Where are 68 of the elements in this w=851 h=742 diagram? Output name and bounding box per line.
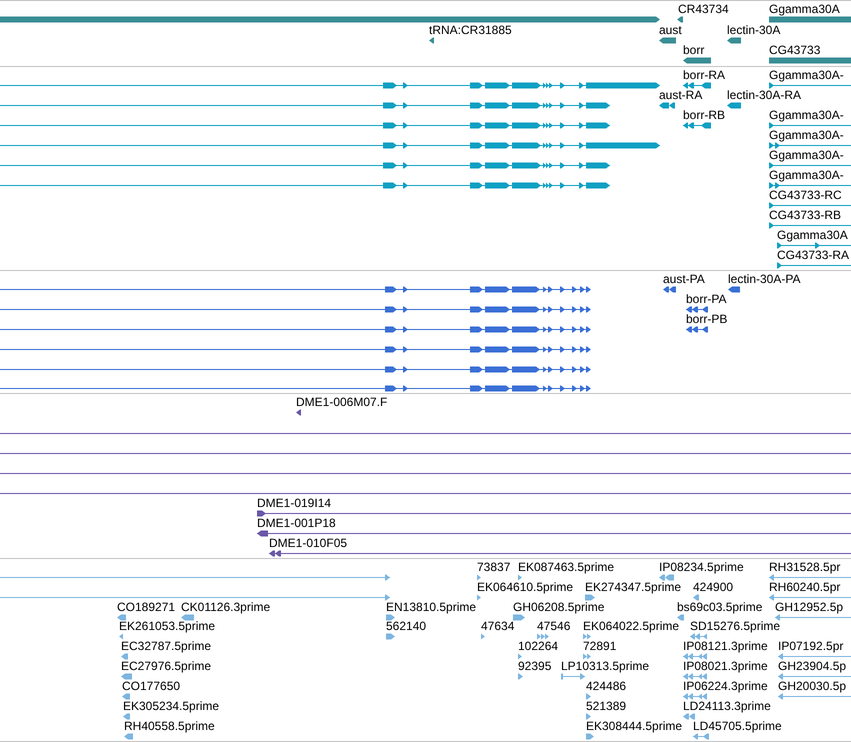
feature-label: 47546 [537,620,570,632]
feature-label: Ggamma30A [777,229,848,241]
feature-label: 424900 [693,581,734,593]
feature-label: borr-PB [686,313,728,325]
feature-label: borr-RA [683,69,726,81]
feature-label: 424486 [586,680,626,692]
feature-label: DME1-006M07.F [296,396,388,408]
feature-label: EK308444.5prime [586,720,682,732]
feature-label: aust [659,24,682,36]
feature-label: IP07192.5pr [778,640,844,652]
feature-label: EK064610.5prime [477,581,574,593]
feature-label: LD45705.5prime [693,720,782,732]
feature-label: GH20030.5p [778,680,846,692]
feature-label: lectin-30A [727,24,780,36]
feature-label: RH60240.5pr [769,581,840,593]
feature-label: EC32787.5prime [121,640,212,652]
feature-label: CG43733-RC [769,189,842,201]
feature-label: 73837 [477,561,510,573]
feature-label: DME1-001P18 [257,517,336,529]
feature-label: LD24113.3prime [683,700,771,712]
feature-label: EC27976.5prime [121,660,212,672]
feature-label: EK305234.5prime [123,700,220,712]
feature-label: GH06208.5prime [513,601,604,613]
feature-label: Ggamma30A- [769,169,844,181]
feature-label: CG43733-RA [777,249,850,261]
feature-label: borr [683,44,704,56]
feature-label: 72891 [583,640,616,652]
feature-label: borr-PA [686,293,726,305]
feature-label: IP06224.3prime [683,680,768,692]
feature-label: IP08021.3prime [683,660,768,672]
feature-label: Ggamma30A- [769,129,844,141]
feature-label: aust-RA [659,89,702,101]
feature-label: aust-PA [663,273,705,285]
feature-label: borr-RB [683,109,726,121]
feature-label: Ggamma30A- [769,109,844,121]
feature-label: EK261053.5prime [119,620,216,632]
feature-label: IP08234.5prime [659,561,744,573]
feature-label: 92395 [518,660,552,672]
feature-label: Ggamma30A- [769,69,844,81]
feature-label: DME1-019I14 [257,497,332,509]
feature-label: GH23904.5p [778,660,846,672]
feature-label: bs69c03.5prime [677,601,762,613]
feature-label: SD15276.5prime [690,620,780,632]
feature-label: CK01126.3prime [181,601,270,613]
feature-label: CR43734 [678,3,729,15]
feature-label: EK064022.5prime [583,620,680,632]
feature-label: tRNA:CR31885 [429,24,512,36]
feature-label: RH40558.5prime [124,720,215,732]
feature-label: 562140 [386,620,426,632]
feature-label: CG43733 [769,44,820,56]
feature-label: LP10313.5prime [561,660,650,672]
feature-label: CO177650 [122,680,180,692]
feature-label: EN13810.5prime [386,601,476,613]
feature-label: lectin-30A-PA [728,273,800,285]
feature-label: lectin-30A-RA [727,89,802,101]
feature-label: Ggamma30A [769,3,840,15]
feature-label: GH12952.5p [775,601,844,613]
feature-label: 47634 [481,620,514,632]
feature-label: 521389 [586,700,626,712]
feature-label: CO189271 [117,601,176,613]
feature-label: RH31528.5pr [769,561,840,573]
feature-label: EK087463.5prime [518,561,614,573]
feature-label: Ggamma30A- [769,149,844,161]
feature-label: 102264 [518,640,558,652]
feature-label: EK274347.5prime [585,581,682,593]
feature-label: DME1-010F05 [269,537,348,549]
feature-label: CG43733-RB [769,209,842,221]
feature-label: IP08121.3prime [683,640,768,652]
